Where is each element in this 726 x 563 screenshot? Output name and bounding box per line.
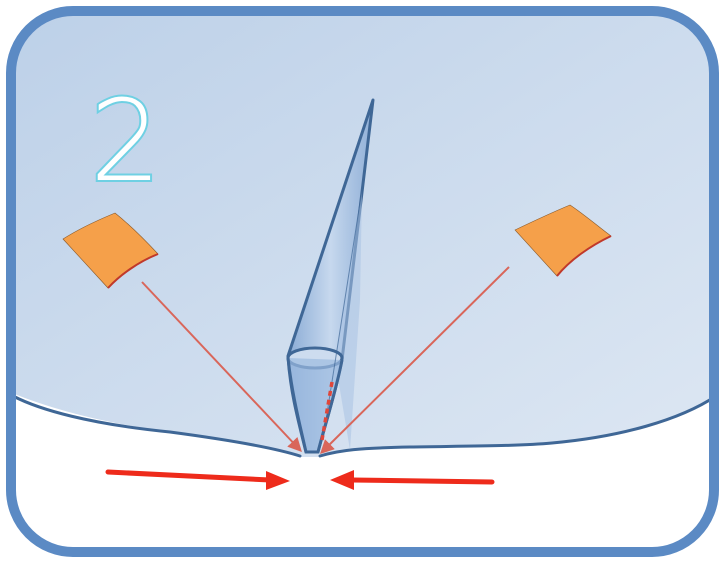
left-sensor-icon xyxy=(62,212,159,289)
surface-line xyxy=(11,394,302,458)
fold-inner-plane xyxy=(335,190,362,450)
right-sensor-icon xyxy=(514,204,612,277)
fold-tube xyxy=(286,357,344,454)
push-arrow-right-icon xyxy=(105,469,290,490)
diagram-frame xyxy=(6,6,719,557)
fold-dashed-edge xyxy=(320,381,334,441)
step-number: 2 xyxy=(90,77,161,207)
push-arrow-left-icon xyxy=(330,470,495,490)
left-sensor-beam xyxy=(141,281,302,453)
fold-inner-line xyxy=(325,189,363,421)
surface-line-right xyxy=(318,394,718,458)
folded-sheet xyxy=(286,98,375,454)
right-sensor-beam xyxy=(320,266,510,454)
sky-region xyxy=(11,11,714,457)
